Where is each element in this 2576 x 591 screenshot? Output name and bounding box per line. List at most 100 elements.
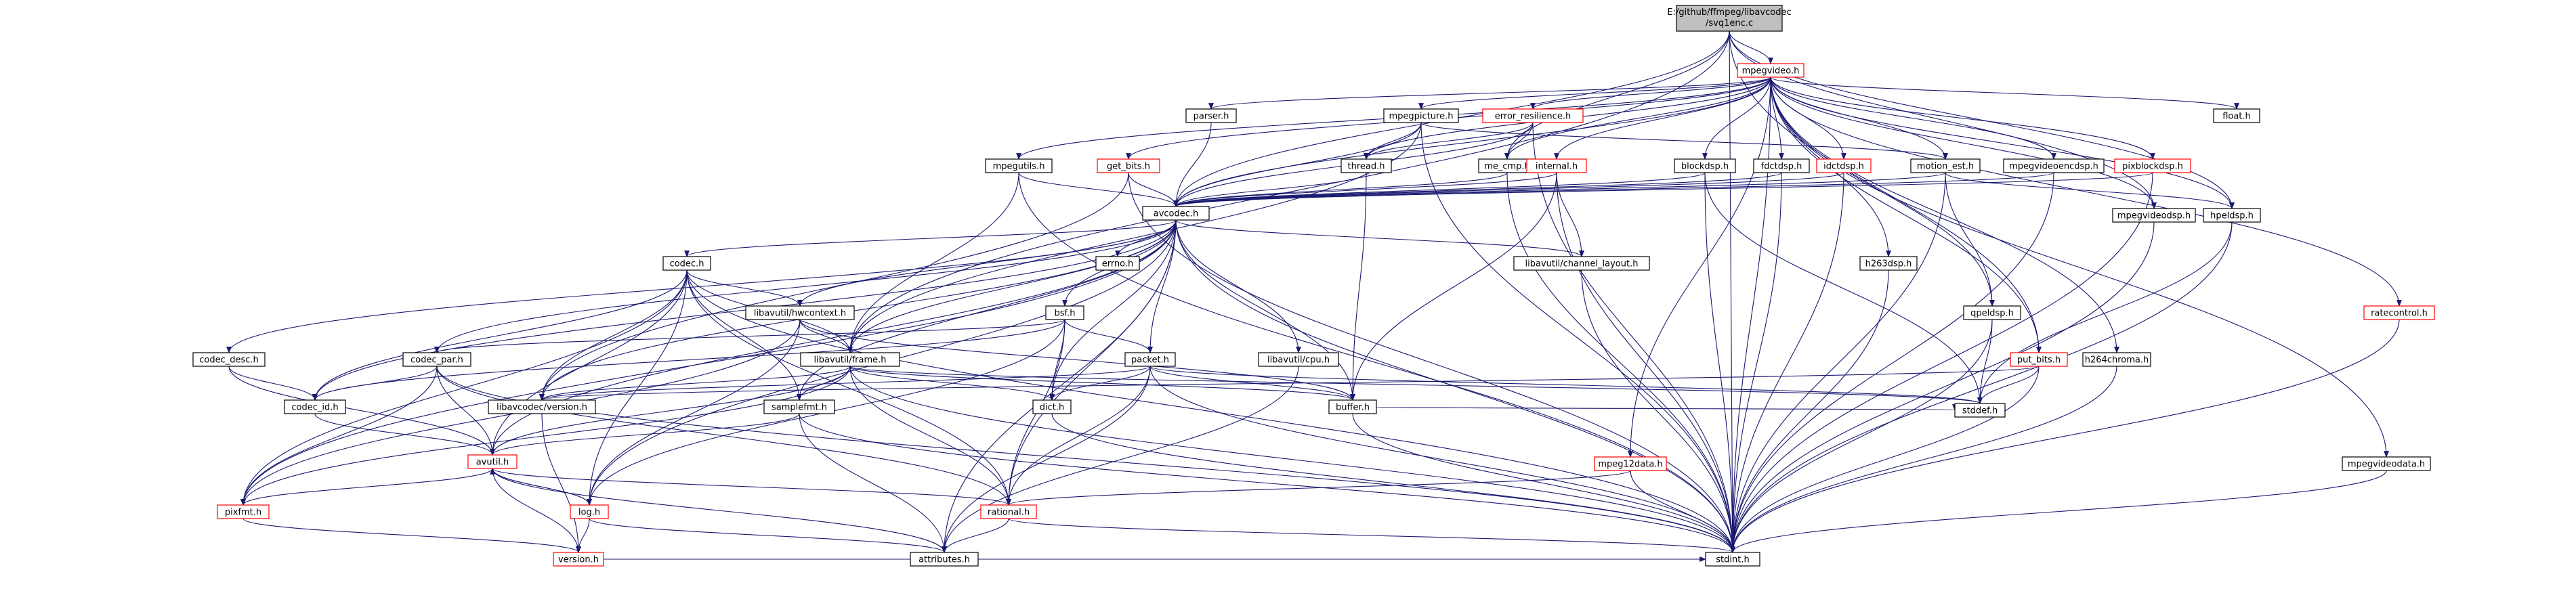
include-edge-mpegvideo-to-parser (1208, 76, 1771, 110)
node-attributes[interactable]: attributes.h (910, 552, 979, 567)
include-edge-mpegvideo-to-put_bits (1770, 76, 2042, 353)
node-channel-layout[interactable]: libavutil/channel_layout.h (1513, 256, 1650, 271)
node-label: rational.h (988, 508, 1030, 518)
node-codec-id[interactable]: codec_id.h (284, 399, 346, 414)
node-mpegvideoencdsp[interactable]: mpegvideoencdsp.h (2003, 158, 2105, 173)
node-stdint[interactable]: stdint.h (1705, 552, 1760, 567)
include-edge-samplefmt-to-stdint (799, 413, 1735, 553)
include-edge-idctdsp-to-stdint (1730, 172, 1844, 553)
include-edge-mpegvideo-to-mpegpicture (1418, 76, 1771, 110)
node-avcodec[interactable]: avcodec.h (1142, 206, 1210, 221)
include-edge-avcodec-to-stdint (1175, 219, 1735, 553)
node-box (1674, 158, 1736, 173)
include-edge-internal-to-stdint (1556, 172, 1735, 553)
include-edge-hpeldsp-to-stddef (1977, 221, 2233, 404)
node-lavc-version[interactable]: libavcodec/version.h (488, 399, 596, 414)
node-pixfmt[interactable]: pixfmt.h (217, 504, 270, 519)
node-hpeldsp[interactable]: hpeldsp.h (2203, 208, 2261, 223)
include-edge-mpegvideoencdsp-to-avcodec (1173, 172, 2054, 207)
include-edge-dict-to-stdint (1051, 413, 1735, 553)
node-samplefmt[interactable]: samplefmt.h (763, 399, 835, 414)
node-lavu-frame[interactable]: libavutil/frame.h (800, 352, 900, 367)
node-mpegvideodsp[interactable]: mpegvideodsp.h (2112, 208, 2196, 223)
include-edge-root-to-mpegvideodsp (1729, 30, 2157, 209)
node-box (1482, 108, 1584, 123)
node-box (1963, 305, 2021, 320)
include-edge-h263dsp-to-stdint (1730, 269, 1889, 553)
node-codec-par[interactable]: codec_par.h (402, 352, 471, 367)
node-label: float.h (2222, 112, 2251, 122)
node-motion-est[interactable]: motion_est.h (1910, 158, 1981, 173)
node-mpegvideodata[interactable]: mpegvideodata.h (2342, 456, 2431, 471)
node-mpegutils[interactable]: mpegutils.h (985, 158, 1053, 173)
include-edge-thread-to-buffer (1350, 172, 1367, 401)
node-label: log.h (578, 508, 600, 518)
include-edge-codec-to-codec_id (312, 269, 688, 401)
node-error-resilience[interactable]: error_resilience.h (1482, 108, 1584, 123)
node-label: attributes.h (919, 555, 970, 565)
node-mpegpicture[interactable]: mpegpicture.h (1383, 108, 1459, 123)
node-box (467, 454, 518, 469)
node-h263dsp[interactable]: h263dsp.h (1859, 256, 1918, 271)
include-edge-mpeg12data-to-rational (1006, 470, 1631, 506)
node-ratecontrol[interactable]: ratecontrol.h (2363, 305, 2435, 320)
node-blockdsp[interactable]: blockdsp.h (1674, 158, 1736, 173)
include-edge-lavu_frame-to-stddef (849, 366, 1983, 404)
node-box (1142, 206, 1210, 221)
node-float[interactable]: float.h (2213, 108, 2260, 123)
node-box (1753, 158, 1810, 173)
node-box (1910, 158, 1981, 173)
node-version[interactable]: version.h (553, 552, 604, 567)
node-fdctdsp[interactable]: fdctdsp.h (1753, 158, 1810, 173)
node-avutil[interactable]: avutil.h (467, 454, 518, 469)
node-rational[interactable]: rational.h (980, 504, 1037, 519)
node-packet[interactable]: packet.h (1124, 352, 1176, 367)
node-pixblockdsp[interactable]: pixblockdsp.h (2114, 158, 2191, 173)
node-codec[interactable]: codec.h (662, 256, 711, 271)
node-cpu[interactable]: libavutil/cpu.h (1258, 352, 1339, 367)
node-idctdsp[interactable]: idctdsp.h (1816, 158, 1872, 173)
node-errno[interactable]: errno.h (1095, 256, 1140, 271)
node-stddef[interactable]: stddef.h (1954, 403, 2006, 418)
node-thread[interactable]: thread.h (1340, 158, 1392, 173)
node-label: mpegpicture.h (1389, 112, 1454, 122)
include-edge-codec-to-lavc_version (539, 269, 688, 401)
node-mpegvideo[interactable]: mpegvideo.h (1737, 63, 1804, 78)
node-root[interactable]: E:/github/ffmpeg/libavcodec/svq1enc.c (1667, 5, 1792, 32)
node-label: stddef.h (1962, 406, 1998, 416)
node-internal[interactable]: internal.h (1526, 158, 1587, 173)
node-box (1383, 108, 1459, 123)
node-label: ratecontrol.h (2371, 309, 2428, 319)
include-edge-root-to-hpeldsp (1729, 30, 2235, 209)
node-parser[interactable]: parser.h (1185, 108, 1237, 123)
include-edge-codec-to-avutil (490, 269, 688, 456)
node-bsf[interactable]: bsf.h (1045, 305, 1084, 320)
node-codec-desc[interactable]: codec_desc.h (192, 352, 266, 367)
include-edge-h264chroma-to-stdint (1730, 366, 2117, 553)
node-hwcontext[interactable]: libavutil/hwcontext.h (745, 305, 855, 320)
node-h264chroma[interactable]: h264chroma.h (2082, 352, 2151, 367)
include-edge-avcodec-to-pixfmt (240, 219, 1177, 506)
node-get-bits[interactable]: get_bits.h (1097, 158, 1160, 173)
node-qpeldsp[interactable]: qpeldsp.h (1963, 305, 2021, 320)
include-edge-mpegvideo-to-me_cmp (1504, 76, 1771, 160)
node-label: buffer.h (1336, 403, 1370, 413)
include-edge-channel_layout-to-stdint (1581, 269, 1735, 553)
node-box (217, 504, 270, 519)
include-edge-codec_par-to-pixfmt (240, 366, 438, 506)
node-label: packet.h (1131, 355, 1169, 366)
include-edge-cpu-to-attributes (942, 366, 1299, 553)
include-edge-codec-to-hwcontext (686, 269, 803, 307)
node-mpeg12data[interactable]: mpeg12data.h (1594, 456, 1667, 471)
node-me-cmp[interactable]: me_cmp.h (1478, 158, 1536, 173)
node-dict[interactable]: dict.h (1032, 399, 1072, 414)
node-put-bits[interactable]: put_bits.h (2010, 352, 2068, 367)
include-edge-get_bits-to-stdint (1128, 172, 1735, 553)
node-buffer[interactable]: buffer.h (1328, 399, 1377, 414)
node-log[interactable]: log.h (570, 504, 609, 519)
node-box (2114, 158, 2191, 173)
node-label: libavutil/hwcontext.h (754, 309, 846, 319)
include-edge-codec-to-pixfmt (240, 269, 688, 506)
include-edge-mpegpicture-to-avcodec (1173, 122, 1422, 207)
node-label: libavutil/cpu.h (1267, 355, 1330, 366)
